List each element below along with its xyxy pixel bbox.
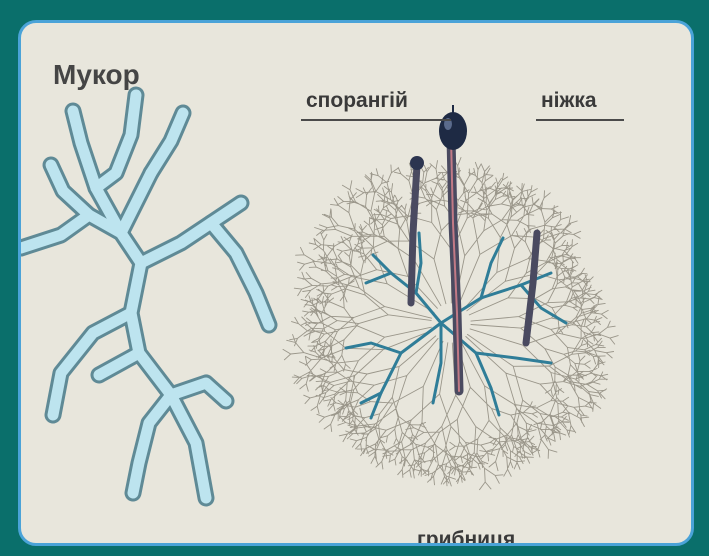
young-sporangium-head: [410, 156, 424, 170]
label-mycelium: грибниця: [417, 528, 515, 546]
diagram-title: Мукор: [53, 59, 140, 91]
third-stalk: [526, 233, 537, 343]
label-underline-sporangium: [301, 119, 451, 121]
diagram-panel: Мукор спорангій ніжка грибниця: [18, 20, 694, 546]
sporangium-head: [439, 112, 467, 150]
label-underline-stalk: [536, 119, 624, 121]
label-stalk: ніжка: [541, 89, 597, 113]
hypha-drawing: [21, 95, 269, 498]
second-stalk: [411, 165, 417, 303]
label-sporangium: спорангій: [306, 89, 408, 113]
